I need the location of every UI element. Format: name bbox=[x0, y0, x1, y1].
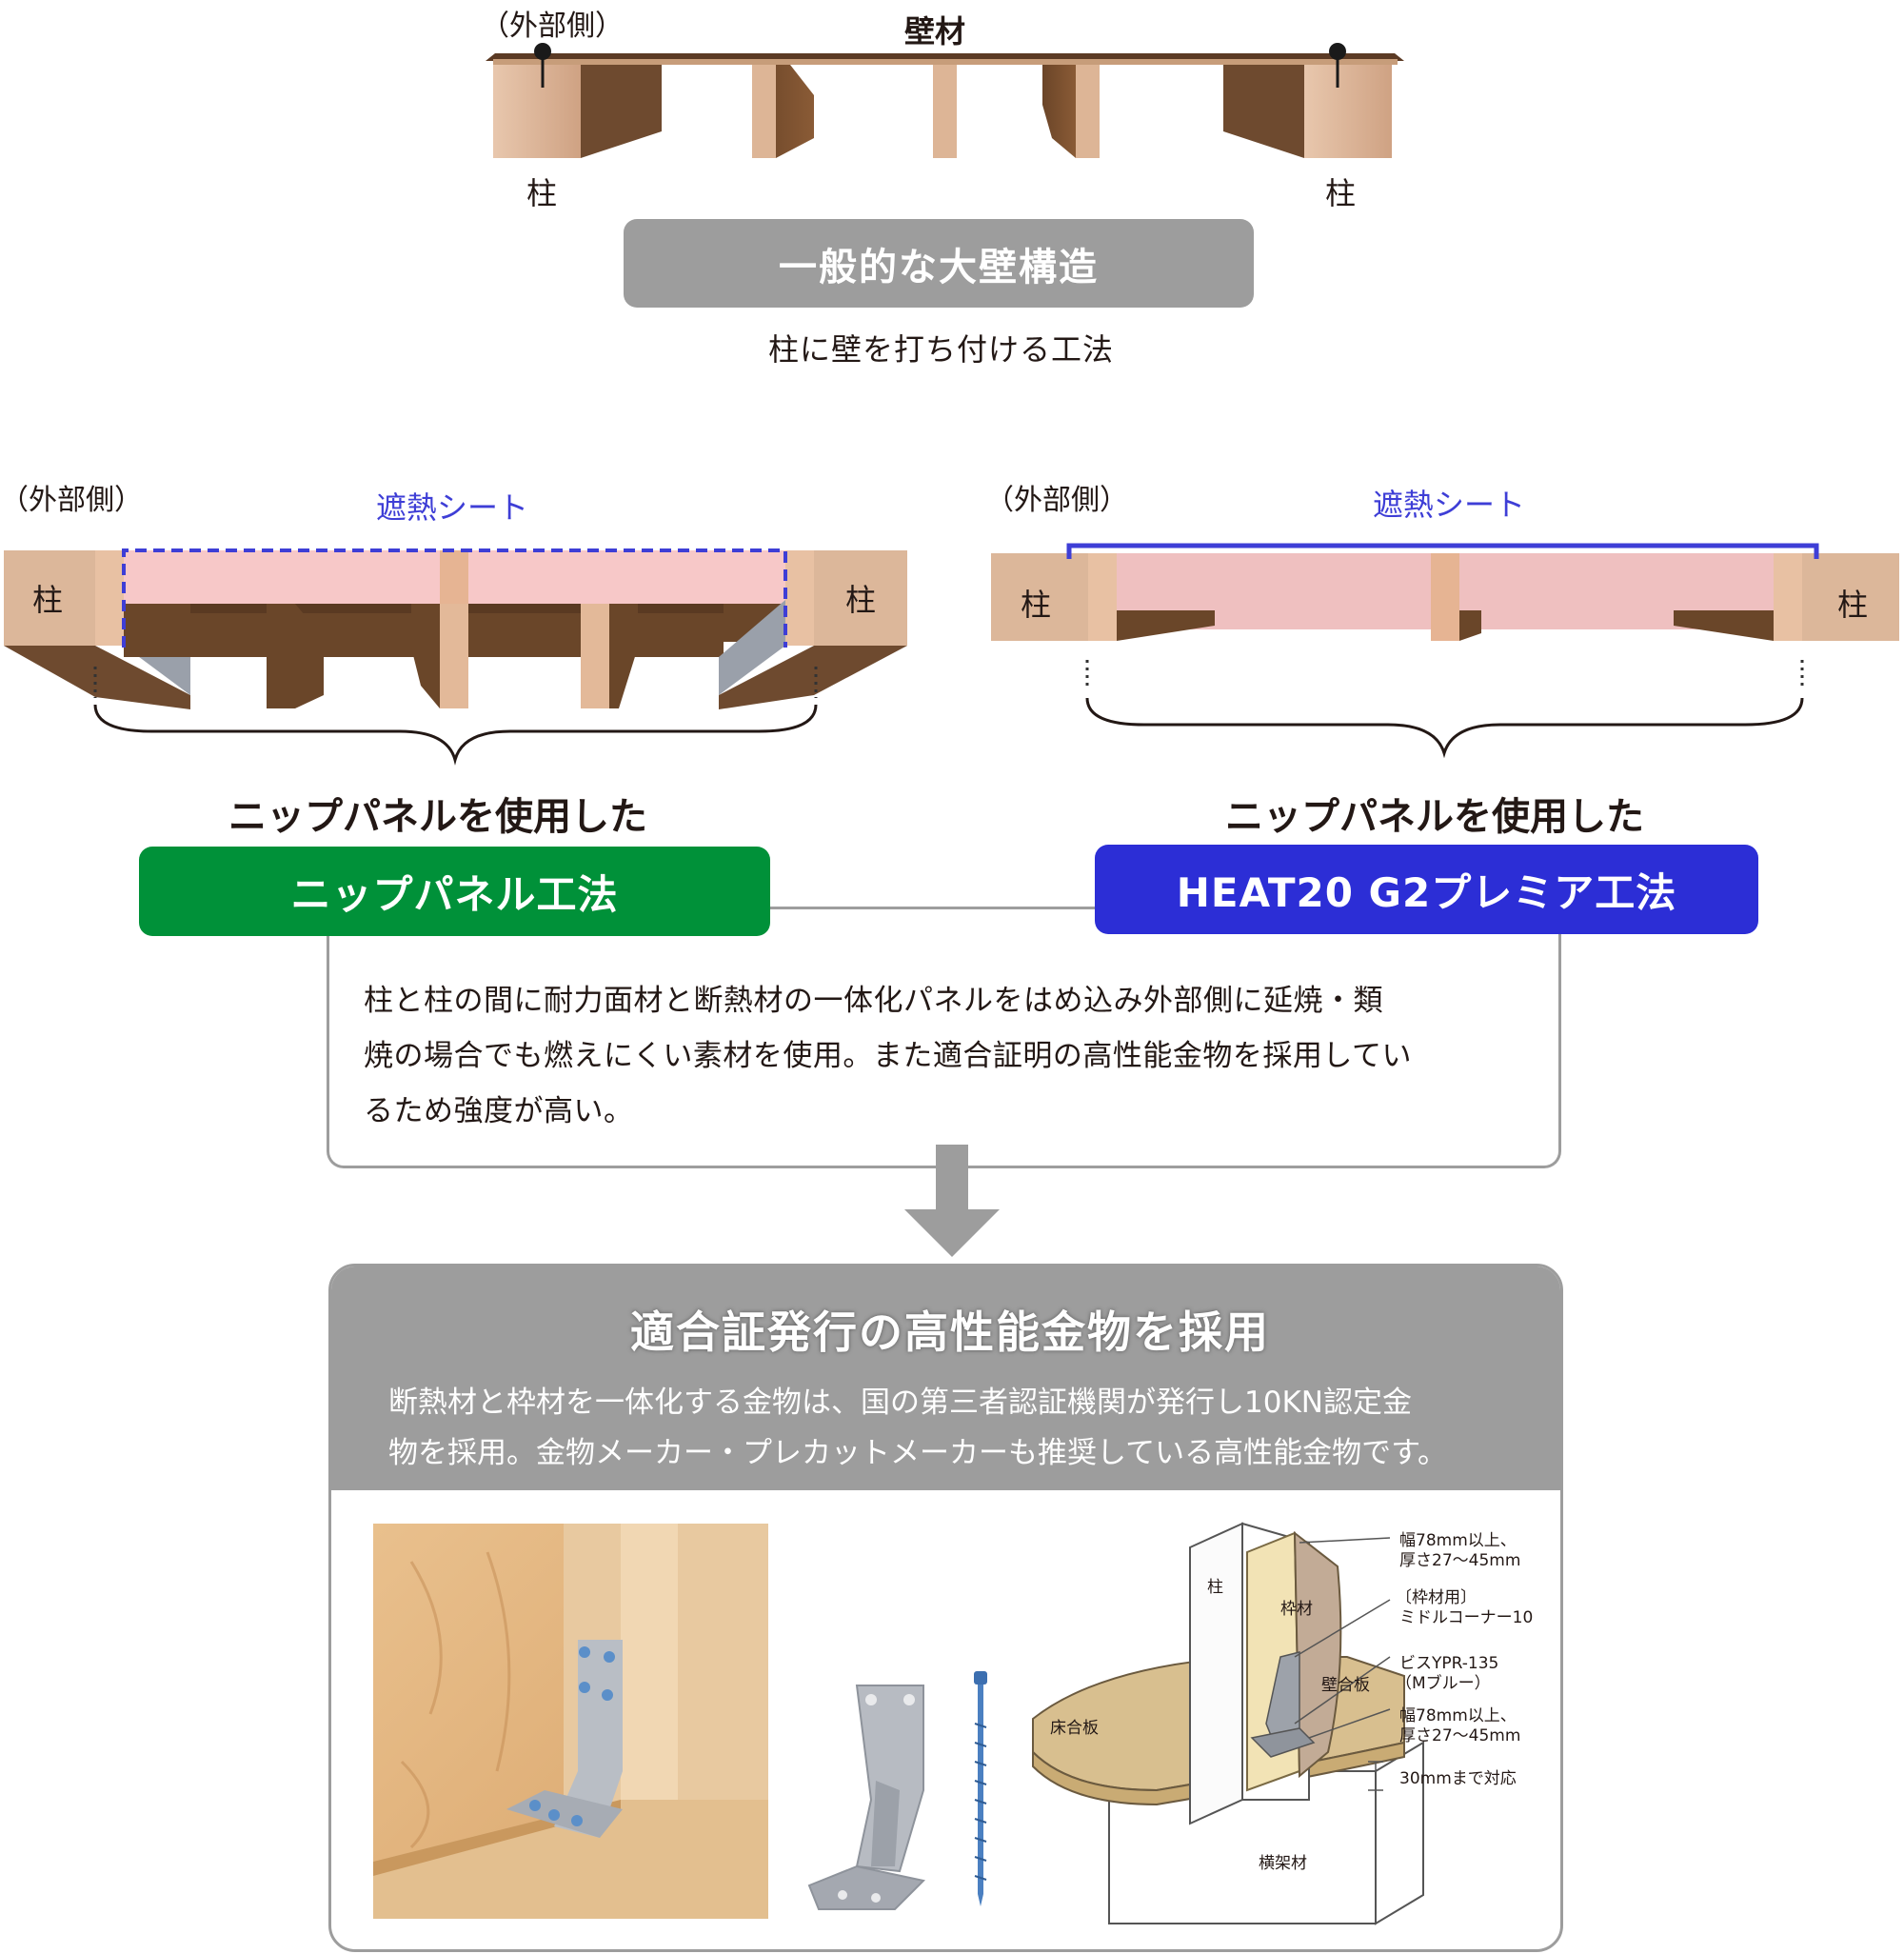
left-post-right-label: 柱 bbox=[845, 582, 877, 618]
figure-frame-label: 枠材 bbox=[1280, 1600, 1313, 1619]
figure-beam-label: 横架材 bbox=[1259, 1854, 1307, 1873]
figure-note-4a: 幅78mm以上、 bbox=[1399, 1706, 1517, 1725]
left-caption: ニップパネルを使用した bbox=[228, 795, 647, 839]
general-structure-title: 一般的な大壁構造 bbox=[779, 245, 1099, 289]
figure-note-3b: （Mブルー） bbox=[1396, 1674, 1491, 1693]
hardware-panel-header bbox=[331, 1266, 1560, 1490]
heat20-badge: HEAT20 G2プレミア工法 bbox=[1095, 845, 1758, 934]
figure-post-label: 柱 bbox=[1207, 1578, 1223, 1597]
top-post-left-label: 柱 bbox=[526, 175, 558, 211]
figure-note-1b: 厚さ27～45mm bbox=[1399, 1551, 1521, 1570]
general-structure-badge: 一般的な大壁構造 bbox=[624, 219, 1254, 308]
figure-note-1a: 幅78mm以上、 bbox=[1399, 1531, 1517, 1550]
right-post-left-label: 柱 bbox=[1021, 587, 1052, 623]
top-post-left-shape bbox=[493, 65, 581, 158]
right-outside-label: （外部側） bbox=[985, 484, 1128, 517]
right-post-right-label: 柱 bbox=[1837, 587, 1869, 623]
general-structure-subtitle: 柱に壁を打ち付ける工法 bbox=[768, 331, 1115, 368]
hardware-title: 適合証発行の高性能金物を採用 bbox=[630, 1306, 1270, 1358]
hardware-technical-figure bbox=[1032, 1522, 1424, 1925]
figure-wall-board-label: 壁合板 bbox=[1321, 1676, 1370, 1695]
installed-hardware-photo bbox=[373, 1524, 768, 1919]
description-line-1: 柱と柱の間に耐力面材と断熱材の一体化パネルをはめ込み外部側に延焼・類 bbox=[364, 984, 1383, 1018]
nip-panel-badge: ニップパネル工法 bbox=[139, 847, 770, 936]
down-arrow-icon bbox=[904, 1145, 1000, 1257]
nip-panel-badge-text: ニップパネル工法 bbox=[290, 870, 619, 918]
figure-floor-board-label: 床合板 bbox=[1050, 1719, 1099, 1738]
top-outside-label: （外部側） bbox=[481, 10, 624, 43]
heat20-badge-text: HEAT20 G2プレミア工法 bbox=[1176, 868, 1677, 916]
figure-note-3a: ビスYPR-135 bbox=[1399, 1654, 1499, 1673]
right-sheet-label: 遮熱シート bbox=[1373, 487, 1526, 523]
description-line-3: るため強度が高い。 bbox=[364, 1094, 634, 1128]
figure-note-2a: 〔枠材用〕 bbox=[1396, 1588, 1477, 1607]
figure-note-2b: ミドルコーナー10 bbox=[1399, 1608, 1534, 1627]
top-post-right-shape bbox=[1304, 65, 1392, 158]
figure-note-5: 30mmまで対応 bbox=[1399, 1769, 1517, 1788]
hardware-line-2: 物を採用。金物メーカー・プレカットメーカーも推奨している高性能金物です。 bbox=[388, 1436, 1447, 1470]
top-post-right-label: 柱 bbox=[1325, 175, 1357, 211]
hardware-line-1: 断熱材と枠材を一体化する金物は、国の第三者認証機関が発行し10KN認定金 bbox=[388, 1386, 1412, 1420]
badge-connector bbox=[766, 907, 1109, 909]
bracket-and-screw-photo bbox=[807, 1671, 987, 1910]
general-wall-illustration bbox=[486, 43, 1404, 158]
heat20-illustration bbox=[991, 543, 1899, 759]
figure-note-4b: 厚さ27～45mm bbox=[1399, 1726, 1521, 1745]
nip-panel-illustration bbox=[4, 548, 907, 766]
left-post-left-label: 柱 bbox=[32, 582, 64, 618]
left-outside-label: （外部側） bbox=[0, 484, 143, 517]
description-line-2: 焼の場合でも燃えにくい素材を使用。また適合証明の高性能金物を採用してい bbox=[364, 1039, 1412, 1073]
left-sheet-label: 遮熱シート bbox=[376, 489, 529, 526]
top-wall-label: 壁材 bbox=[904, 13, 966, 50]
right-caption: ニップパネルを使用した bbox=[1225, 795, 1644, 839]
